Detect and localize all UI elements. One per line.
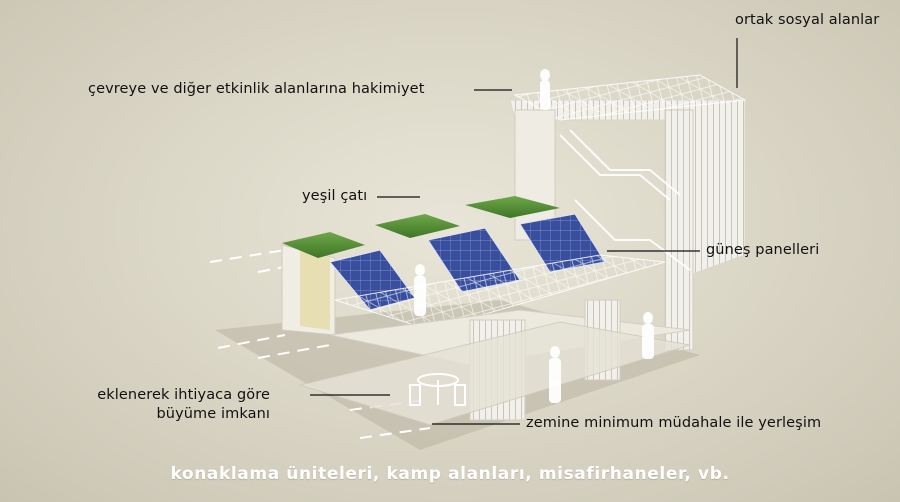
ground-platform xyxy=(298,321,691,426)
label-solar-panels: güneş panelleri xyxy=(706,242,820,258)
green-roof-3 xyxy=(465,196,560,218)
caption: konaklama üniteleri, kamp alanları, misa… xyxy=(170,464,730,484)
green-roof-2 xyxy=(375,214,460,238)
label-growth-line1: eklenerek ihtiyaca göre xyxy=(97,387,270,403)
label-social-areas: ortak sosyal alanlar xyxy=(735,12,880,28)
furniture xyxy=(409,373,466,406)
tower-column-back xyxy=(514,109,556,241)
human-figures xyxy=(414,69,654,403)
label-ground-placement: zemine minimum müdahale ile yerleşim xyxy=(526,415,822,431)
main-block-side-warm xyxy=(300,250,330,330)
label-growth: eklenerek ihtiyaca göre büyüme imkanı xyxy=(40,386,270,424)
stairs xyxy=(559,129,691,271)
label-growth-line2: büyüme imkanı xyxy=(156,406,270,422)
label-overlook: çevreye ve diğer etkinlik alanlarına hak… xyxy=(88,81,425,97)
label-green-roof: yeşil çatı xyxy=(302,188,368,204)
tower-column xyxy=(664,109,694,351)
green-roof-1 xyxy=(282,232,365,258)
leader-lines xyxy=(310,38,738,425)
